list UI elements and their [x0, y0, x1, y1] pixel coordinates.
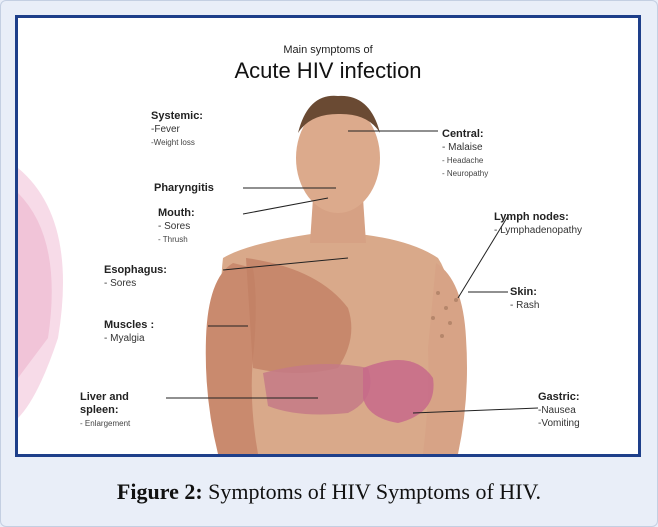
label-systemic: Systemic: -Fever -Weight loss [151, 110, 203, 149]
label-pharyngitis: Pharyngitis [154, 182, 214, 195]
label-skin-item: - Rash [510, 299, 539, 312]
label-liver-item: - Enlargement [80, 417, 170, 430]
label-mouth-item: - Sores [158, 220, 195, 233]
label-gastric-item: -Nausea [538, 404, 580, 417]
label-liver-heading: Liver and spleen: [80, 391, 170, 417]
label-systemic-item: -Fever [151, 123, 203, 136]
label-mouth-heading: Mouth: [158, 207, 195, 220]
label-central: Central: - Malaise - Headache - Neuropat… [442, 128, 488, 180]
label-esophagus-item: - Sores [104, 277, 167, 290]
label-gastric: Gastric: -Nausea -Vomiting [538, 391, 580, 430]
label-gastric-heading: Gastric: [538, 391, 580, 404]
label-gastric-item: -Vomiting [538, 417, 580, 430]
label-central-item: - Malaise [442, 141, 488, 154]
label-lymph-item: - Lymphadenopathy [494, 224, 582, 237]
label-systemic-heading: Systemic: [151, 110, 203, 123]
label-systemic-item: -Weight loss [151, 136, 203, 149]
label-central-heading: Central: [442, 128, 488, 141]
label-skin-heading: Skin: [510, 286, 539, 299]
caption-text: Symptoms of HIV Symptoms of HIV. [203, 479, 541, 504]
label-central-item: - Neuropathy [442, 167, 488, 180]
figure-subtitle: Main symptoms of [18, 44, 638, 56]
label-liver-spleen: Liver and spleen: - Enlargement [80, 391, 170, 430]
label-mouth-item: - Thrush [158, 233, 195, 246]
label-muscles-heading: Muscles : [104, 319, 154, 332]
caption-label: Figure 2: [117, 479, 203, 504]
liver-shape [263, 364, 371, 414]
label-esophagus-heading: Esophagus: [104, 264, 167, 277]
label-central-item: - Headache [442, 154, 488, 167]
label-muscles-item: - Myalgia [104, 332, 154, 345]
figure-image: Main symptoms of Acute HIV infection Sys… [15, 15, 641, 457]
label-mouth: Mouth: - Sores - Thrush [158, 207, 195, 246]
label-pharyngitis-heading: Pharyngitis [154, 182, 214, 195]
label-muscles: Muscles : - Myalgia [104, 319, 154, 345]
label-esophagus: Esophagus: - Sores [104, 264, 167, 290]
label-lymph-heading: Lymph nodes: [494, 211, 582, 224]
figure-caption: Figure 2: Symptoms of HIV Symptoms of HI… [1, 479, 657, 505]
label-skin: Skin: - Rash [510, 286, 539, 312]
figure-title: Acute HIV infection [18, 58, 638, 84]
label-lymph-nodes: Lymph nodes: - Lymphadenopathy [494, 211, 582, 237]
